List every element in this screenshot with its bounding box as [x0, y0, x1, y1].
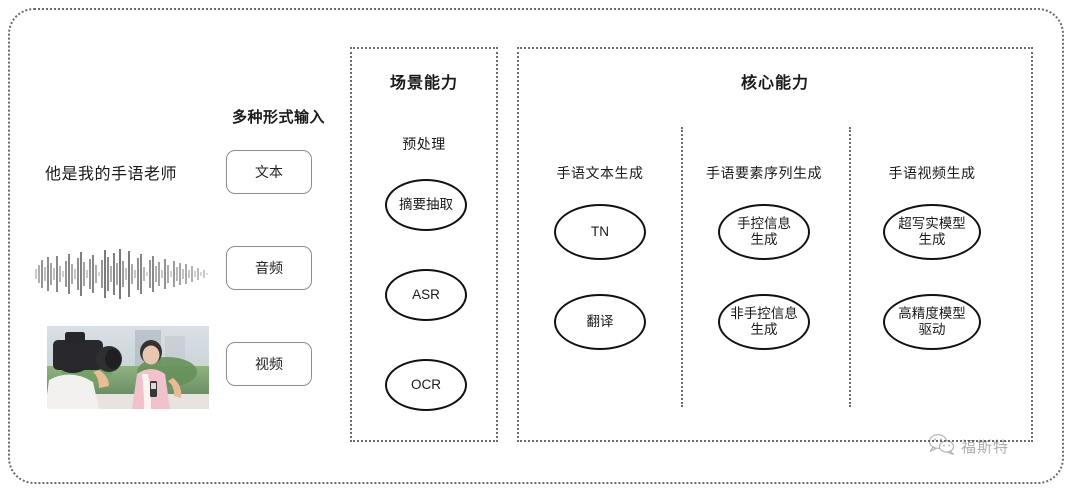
core-column-element-sequence: 手语要素序列生成 手控信息生成 非手控信息生成: [683, 49, 845, 440]
node-label: ASR: [412, 287, 440, 302]
modality-pill-video[interactable]: 视频: [226, 342, 312, 386]
scene-capability-panel: 场景能力 预处理 摘要抽取 ASR OCR: [350, 47, 498, 442]
node-label: OCR: [411, 377, 441, 392]
modality-pill-text[interactable]: 文本: [226, 150, 312, 194]
modality-pill-label: 文本: [255, 164, 283, 180]
node-label: TN: [591, 224, 609, 239]
core-node-nonmanual-info[interactable]: 非手控信息生成: [718, 294, 810, 350]
audio-waveform-icon: [32, 248, 212, 300]
core-panel-title: 核心能力: [740, 75, 809, 92]
input-section-heading: 多种形式输入: [232, 109, 326, 126]
core-column-divider-2: [849, 127, 851, 407]
core-capability-panel: 核心能力 手语文本生成 TN 翻译 手语要素序列生成 手控信息生成 非手控信息生…: [517, 47, 1033, 442]
node-label: 摘要抽取: [399, 197, 453, 212]
core-group-label-element-sequence: 手语要素序列生成: [706, 165, 822, 181]
core-group-label-sign-video: 手语视频生成: [888, 165, 976, 181]
scene-panel-title: 场景能力: [389, 75, 458, 92]
input-section: 多种形式输入 他是我的手语老师: [20, 30, 330, 430]
scene-node-asr[interactable]: ASR: [385, 269, 467, 321]
core-node-highprecision-model[interactable]: 高精度模型驱动: [883, 294, 981, 350]
modality-pill-label: 音频: [255, 260, 283, 276]
core-column-sign-text: 手语文本生成 TN 翻译: [519, 49, 681, 440]
wechat-bubble-icon: [928, 433, 956, 460]
scene-group-label-preprocess: 预处理: [402, 136, 446, 152]
modality-pill-audio[interactable]: 音频: [226, 246, 312, 290]
core-column-divider-1: [681, 127, 683, 407]
core-node-photoreal-model[interactable]: 超写实模型生成: [883, 204, 981, 260]
core-column-sign-video: 手语视频生成 超写实模型生成 高精度模型驱动: [851, 49, 1013, 440]
node-label: 高精度模型驱动: [898, 306, 966, 337]
core-node-translate[interactable]: 翻译: [554, 294, 646, 350]
core-node-manual-info[interactable]: 手控信息生成: [718, 204, 810, 260]
watermark: 福斯特: [928, 433, 1009, 460]
input-sample-text: 他是我的手语老师: [45, 166, 178, 183]
watermark-label: 福斯特: [961, 439, 1010, 456]
node-label: 超写实模型生成: [898, 216, 966, 247]
outer-dotted-frame: [8, 8, 1064, 484]
scene-node-summary[interactable]: 摘要抽取: [385, 179, 467, 231]
core-group-label-sign-text: 手语文本生成: [556, 165, 644, 181]
core-node-tn[interactable]: TN: [554, 204, 646, 260]
node-label: 非手控信息生成: [730, 306, 798, 337]
node-label: 翻译: [586, 314, 614, 329]
modality-pill-label: 视频: [255, 356, 283, 372]
node-label: 手控信息生成: [737, 216, 791, 247]
video-thumbnail: [47, 326, 209, 409]
scene-node-ocr[interactable]: OCR: [385, 359, 467, 411]
